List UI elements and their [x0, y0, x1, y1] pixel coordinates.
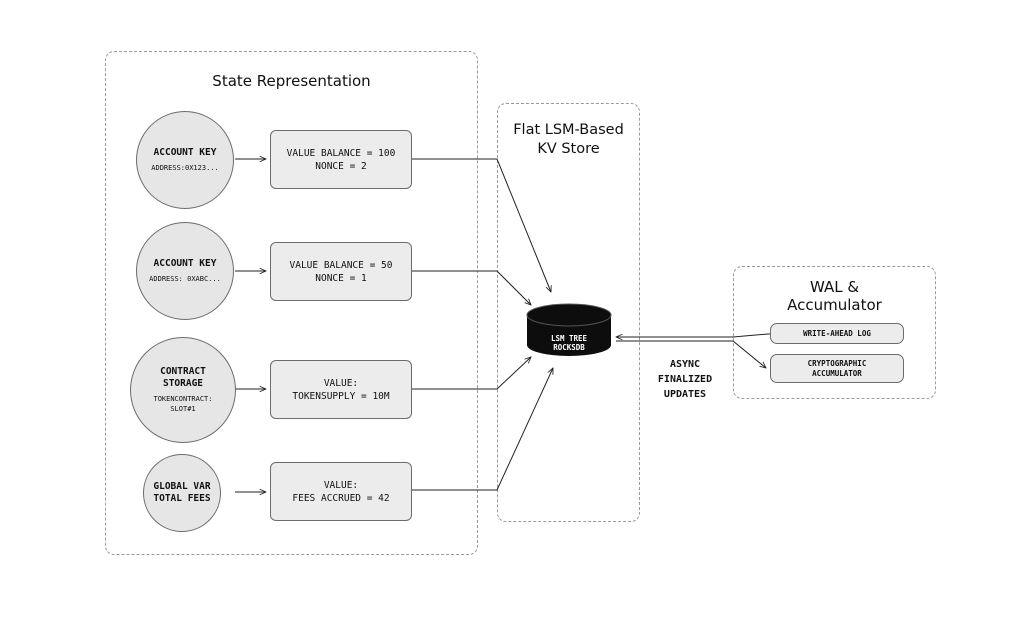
arrow-value-to-db-4 — [411, 368, 554, 491]
database-label-line: LSM TREE — [550, 334, 588, 343]
value-box: VALUE BALANCE = 100 NONCE = 2 — [270, 130, 412, 189]
arrow-wal-to-db — [616, 333, 770, 337]
arrow-db-to-accumulator — [616, 340, 766, 368]
node-sublabel: TOKENCONTRACT: SLOT#1 — [153, 394, 212, 414]
cryptographic-accumulator-node: CRYPTOGRAPHIC ACCUMULATOR — [770, 354, 904, 383]
contract-storage-node: CONTRACT STORAGE TOKENCONTRACT: SLOT#1 — [130, 337, 236, 443]
node-sublabel: ADDRESS: 0XABC... — [149, 275, 221, 283]
kv-store-title-line: KV Store — [537, 141, 600, 157]
async-label-line: FINALIZED — [657, 374, 713, 385]
value-line: TOKENSUPPLY = 10M — [292, 390, 390, 402]
async-updates-label: ASYNC FINALIZED UPDATES — [640, 357, 730, 402]
value-line: NONCE = 2 — [315, 160, 367, 172]
state-representation-title: State Representation — [212, 72, 371, 90]
kv-store-group — [497, 103, 640, 522]
node-label-line: TOTAL FEES — [153, 493, 211, 504]
pill-label: CRYPTOGRAPHIC — [807, 358, 867, 368]
global-var-node: GLOBAL VAR TOTAL FEES — [143, 454, 221, 532]
arrow-value-to-db-3 — [411, 357, 531, 390]
wal-accumulator-title: WAL & Accumulator — [733, 278, 936, 314]
node-label: ACCOUNT KEY — [153, 258, 217, 269]
account-key-node: ACCOUNT KEY ADDRESS:0X123... — [136, 111, 234, 209]
value-line: NONCE = 1 — [315, 272, 367, 284]
arrow-value-to-db-2 — [411, 270, 531, 305]
node-label-line: GLOBAL VAR — [153, 481, 211, 492]
node-sublabel-line: TOKENCONTRACT: — [153, 395, 213, 403]
account-key-node: ACCOUNT KEY ADDRESS: 0XABC... — [136, 222, 234, 320]
value-line: VALUE BALANCE = 50 — [289, 259, 393, 271]
node-label: CONTRACT STORAGE — [160, 366, 206, 390]
value-box: VALUE: FEES ACCRUED = 42 — [270, 462, 412, 521]
write-ahead-log-node: WRITE-AHEAD LOG — [770, 323, 904, 344]
node-label-line: CONTRACT — [160, 366, 206, 377]
async-label-line: ASYNC — [669, 359, 701, 370]
database-cylinder-icon — [526, 303, 612, 356]
value-line: VALUE: — [323, 377, 359, 389]
node-label: ACCOUNT KEY — [153, 147, 217, 158]
state-representation-group — [105, 51, 478, 555]
value-line: VALUE: — [323, 479, 359, 491]
value-box: VALUE BALANCE = 50 NONCE = 1 — [270, 242, 412, 301]
value-line: VALUE BALANCE = 100 — [286, 147, 396, 159]
wal-title-line: WAL & — [809, 278, 860, 296]
node-sublabel: ADDRESS:0X123... — [151, 164, 219, 172]
pill-label: ACCUMULATOR — [812, 368, 862, 378]
value-box: VALUE: TOKENSUPPLY = 10M — [270, 360, 412, 419]
database-label-line: ROCKSDB — [553, 343, 585, 352]
database-label: LSM TREE ROCKSDB — [527, 334, 611, 352]
wal-title-line: Accumulator — [787, 296, 882, 314]
pill-label: WRITE-AHEAD LOG — [803, 328, 871, 338]
async-label-line: UPDATES — [663, 389, 707, 400]
node-sublabel-line: SLOT#1 — [170, 405, 196, 413]
arrow-value-to-db-1 — [411, 158, 551, 292]
node-label: GLOBAL VAR TOTAL FEES — [153, 481, 210, 505]
wal-accumulator-group — [733, 266, 936, 399]
node-label-line: STORAGE — [162, 378, 204, 389]
kv-store-title-line: Flat LSM-Based — [513, 122, 624, 138]
kv-store-title: Flat LSM-Based KV Store — [497, 121, 640, 159]
value-line: FEES ACCRUED = 42 — [292, 492, 390, 504]
